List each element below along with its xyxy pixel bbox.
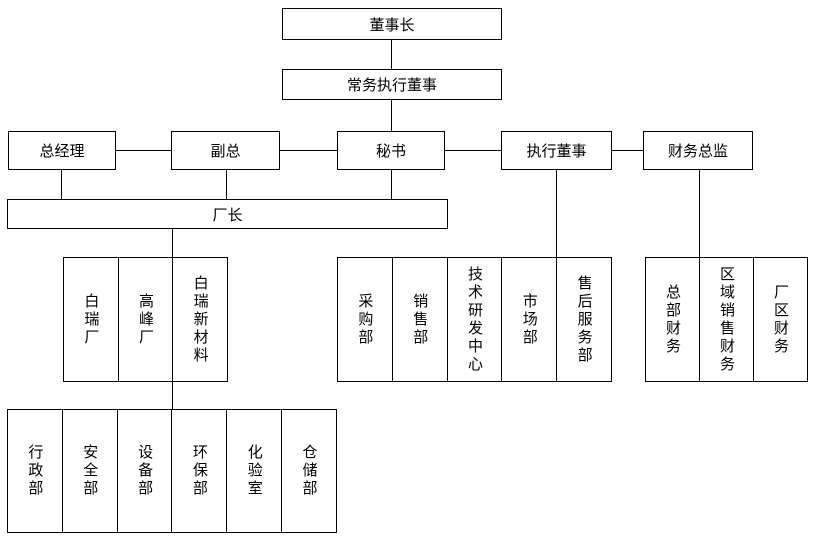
node-warehouse-dept: 仓储部 bbox=[282, 410, 336, 532]
node-lab: 化验室 bbox=[227, 410, 283, 532]
node-equipment-dept-label: 设备部 bbox=[136, 444, 154, 498]
plant-departments-group: 行政部 安全部 设备部 环保部 化验室 仓储部 bbox=[7, 409, 337, 533]
node-finance-director: 财务总监 bbox=[643, 131, 753, 170]
node-bairui-factory-label: 白瑞厂 bbox=[82, 292, 100, 347]
node-chairman-label: 董事长 bbox=[369, 16, 415, 34]
node-marketing-dept-label: 市场部 bbox=[520, 292, 538, 347]
node-chairman: 董事长 bbox=[282, 8, 502, 40]
node-executive-managing-director: 常务执行董事 bbox=[282, 69, 502, 100]
node-regional-sales-finance: 区域销售财务 bbox=[700, 258, 754, 381]
node-environment-dept-label: 环保部 bbox=[190, 444, 208, 498]
node-hq-finance: 总部财务 bbox=[646, 258, 700, 381]
node-admin-dept: 行政部 bbox=[8, 410, 63, 532]
edge-gm-factorydir bbox=[61, 170, 62, 199]
node-executive-managing-director-label: 常务执行董事 bbox=[346, 77, 437, 94]
edge-chairman-emd bbox=[391, 40, 392, 69]
node-equipment-dept: 设备部 bbox=[118, 410, 173, 532]
node-sales-dept-label: 销售部 bbox=[411, 292, 429, 347]
node-bairui-new-materials: 白瑞新材料 bbox=[173, 258, 227, 381]
node-after-sales-dept: 售后服务部 bbox=[557, 258, 611, 381]
edge-factoriesgroup-plantgroup bbox=[172, 382, 173, 409]
edge-gm-deputy bbox=[116, 150, 171, 151]
node-finance-director-label: 财务总监 bbox=[667, 143, 728, 160]
edge-findir-financegroup bbox=[699, 170, 700, 257]
factories-group: 白瑞厂 高峰厂 白瑞新材料 bbox=[63, 257, 228, 382]
node-environment-dept: 环保部 bbox=[172, 410, 228, 532]
node-admin-dept-label: 行政部 bbox=[26, 444, 44, 498]
edge-secretary-execdir bbox=[445, 150, 501, 151]
node-deputy-general-manager-label: 副总 bbox=[210, 143, 241, 160]
node-marketing-dept: 市场部 bbox=[502, 258, 558, 381]
node-secretary-label: 秘书 bbox=[375, 143, 406, 160]
node-bairui-new-materials-label: 白瑞新材料 bbox=[191, 274, 209, 365]
edge-emd-secretary bbox=[391, 100, 392, 131]
node-purchasing-dept: 采购部 bbox=[338, 258, 393, 381]
edge-execdir-findir bbox=[612, 150, 643, 151]
node-factory-director-label: 厂长 bbox=[212, 206, 243, 224]
node-factory-director: 厂长 bbox=[7, 199, 448, 229]
node-plant-finance-label: 厂区财务 bbox=[772, 283, 789, 356]
node-rd-center: 技术研发中心 bbox=[448, 258, 503, 381]
node-bairui-factory: 白瑞厂 bbox=[64, 258, 119, 381]
edge-deputy-factorydir bbox=[226, 170, 227, 199]
node-regional-sales-finance-label: 区域销售财务 bbox=[718, 265, 735, 374]
edge-secretary-factorydir bbox=[391, 170, 392, 199]
edge-execdir-businessgroup bbox=[556, 170, 557, 257]
node-secretary: 秘书 bbox=[337, 131, 445, 170]
business-departments-group: 采购部 销售部 技术研发中心 市场部 售后服务部 bbox=[337, 257, 612, 382]
node-warehouse-dept-label: 仓储部 bbox=[300, 444, 318, 498]
node-gaofeng-factory: 高峰厂 bbox=[119, 258, 174, 381]
node-plant-finance: 厂区财务 bbox=[754, 258, 807, 381]
node-safety-dept-label: 安全部 bbox=[81, 444, 99, 498]
node-gaofeng-factory-label: 高峰厂 bbox=[137, 292, 154, 347]
edge-deputy-secretary bbox=[280, 150, 337, 151]
node-executive-director: 执行董事 bbox=[501, 131, 612, 170]
node-safety-dept: 安全部 bbox=[63, 410, 118, 532]
node-general-manager-label: 总经理 bbox=[39, 143, 85, 160]
node-purchasing-dept-label: 采购部 bbox=[356, 292, 374, 347]
node-after-sales-dept-label: 售后服务部 bbox=[575, 274, 593, 365]
node-sales-dept: 销售部 bbox=[393, 258, 448, 381]
finance-group: 总部财务 区域销售财务 厂区财务 bbox=[645, 257, 808, 382]
edge-factorydir-factoriesgroup bbox=[172, 229, 173, 257]
node-deputy-general-manager: 副总 bbox=[171, 131, 280, 170]
node-general-manager: 总经理 bbox=[8, 131, 116, 170]
node-executive-director-label: 执行董事 bbox=[526, 143, 587, 160]
node-lab-label: 化验室 bbox=[245, 444, 263, 498]
node-rd-center-label: 技术研发中心 bbox=[465, 265, 483, 374]
node-hq-finance-label: 总部财务 bbox=[664, 283, 681, 356]
